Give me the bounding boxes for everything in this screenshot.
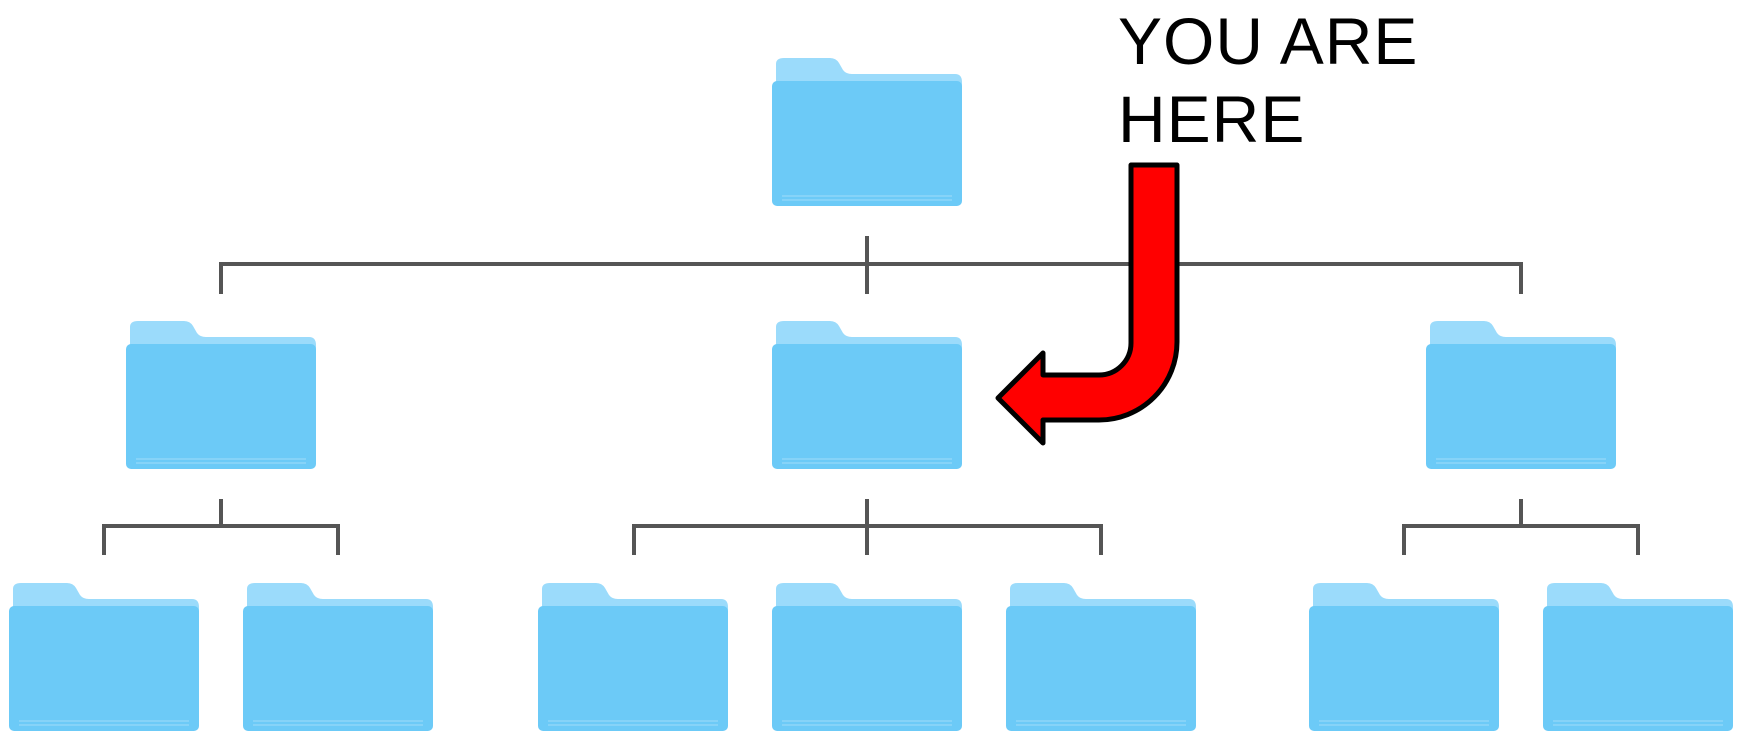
callout-line-2: HERE: [1118, 82, 1306, 156]
folder-middle-b-icon[interactable]: [771, 582, 963, 732]
folder-left-icon[interactable]: [125, 320, 317, 470]
tree-connectors: [102, 236, 1640, 555]
folder-left-a-icon[interactable]: [8, 582, 200, 732]
folder-right-a-icon[interactable]: [1308, 582, 1500, 732]
folder-middle-c-icon[interactable]: [1005, 582, 1197, 732]
connector-root-bar: [219, 262, 1523, 294]
folder-root-icon[interactable]: [771, 57, 963, 207]
connector-right-bar: [1402, 524, 1640, 555]
folder-right-icon[interactable]: [1425, 320, 1617, 470]
folder-left-b-icon[interactable]: [242, 582, 434, 732]
folder-right-b-icon[interactable]: [1542, 582, 1734, 732]
folder-middle-a-icon[interactable]: [537, 582, 729, 732]
folder-middle-icon[interactable]: [771, 320, 963, 470]
connector-left-bar: [102, 524, 340, 555]
you-are-here-arrow-icon: [995, 162, 1180, 446]
connector-middle-bar: [632, 524, 1103, 555]
callout-line-1: YOU ARE: [1118, 4, 1419, 78]
you-are-here-label: YOU ARE HERE: [1118, 2, 1418, 158]
